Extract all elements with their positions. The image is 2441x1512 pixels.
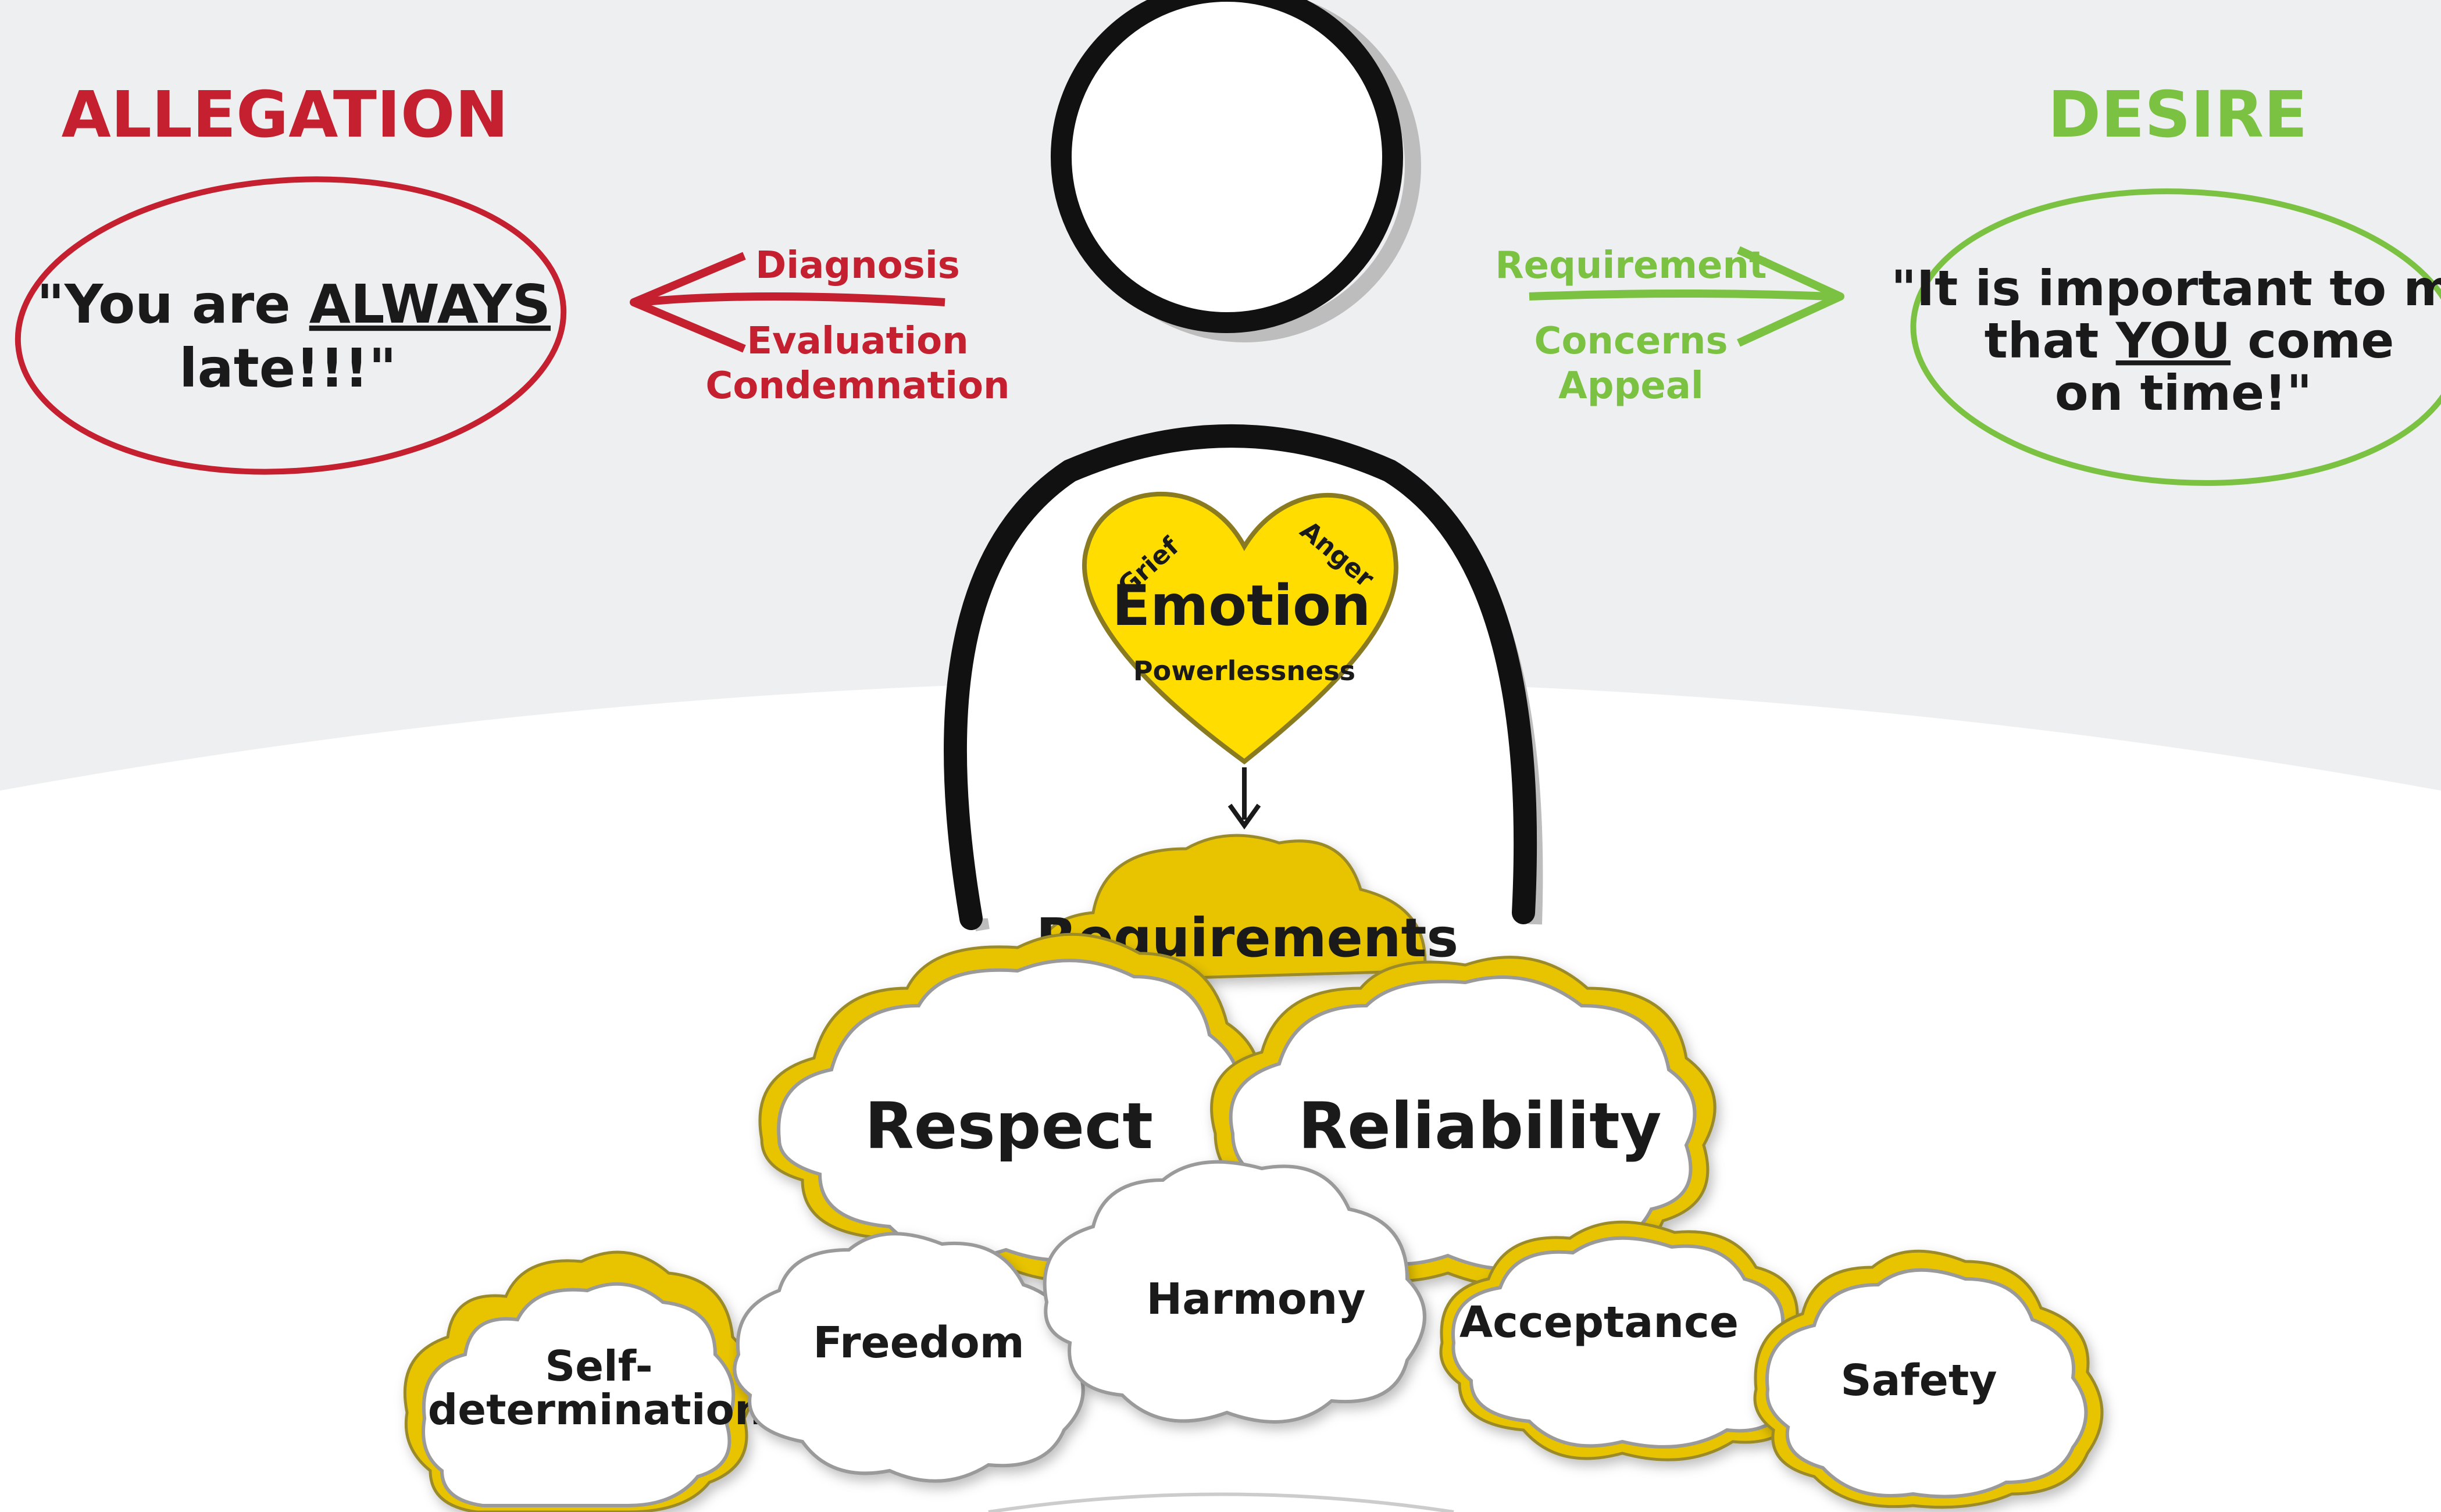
arrow-label-diagnosis: Diagnosis (755, 244, 960, 287)
cloud-label-harmony: Harmony (1146, 1274, 1365, 1324)
desire-quote-line2a: that (1985, 312, 2116, 369)
cloud-label-acceptance: Acceptance (1459, 1297, 1739, 1347)
desire-quote: "It is important to me that YOU come on … (1891, 260, 2441, 421)
arrow-label-appeal: Appeal (1558, 364, 1704, 408)
cloud-label-respect: Respect (865, 1089, 1153, 1163)
cloud-harmony (1043, 1160, 1426, 1424)
desire-arrow (1529, 246, 1844, 347)
cloud-label-self: Self- (545, 1342, 652, 1391)
cloud-safety (1753, 1249, 2104, 1509)
allegation-heading: ALLEGATION (62, 77, 509, 152)
heart-word-powerlessness: Powerlessness (1133, 655, 1355, 687)
cloud-label-freedom: Freedom (813, 1318, 1025, 1368)
allegation-quote: "You are ALWAYS late!!!" (37, 273, 551, 399)
svg-text:that YOU come: that YOU come (1985, 312, 2394, 369)
arrow-label-requirement: Requirement (1495, 244, 1766, 287)
cloud-label-reliability: Reliability (1298, 1089, 1661, 1163)
allegation-quote-start: "You are (37, 273, 309, 335)
allegation-ellipse (15, 176, 567, 475)
arrow-label-evaluation: Evaluation (747, 320, 968, 363)
allegation-quote-emphasis: ALWAYS (309, 273, 551, 335)
desire-quote-line3: on time!" (2055, 364, 2312, 421)
svg-text:"You are ALWAYS: "You are ALWAYS (37, 273, 551, 335)
desire-ellipse (1910, 188, 2441, 486)
cloud-label-safety: Safety (1840, 1356, 1997, 1406)
desire-quote-emphasis: YOU (2115, 312, 2231, 369)
bottom-arc (988, 1492, 1454, 1512)
allegation-arrow (630, 252, 945, 353)
emotion-heart (1082, 491, 1398, 765)
person-head (1051, 0, 1403, 333)
heart-title: Emotion (1112, 573, 1371, 638)
arrow-label-concerns: Concerns (1534, 320, 1728, 363)
arrow-label-condemnation: Condemnation (705, 364, 1009, 408)
cloud-acceptance (1439, 1220, 1818, 1461)
desire-quote-line1: "It is important to me (1891, 260, 2441, 317)
cloud-requirements (1033, 834, 1427, 984)
desire-heading: DESIRE (2048, 77, 2307, 152)
desire-quote-line2b: come (2231, 312, 2394, 369)
heart-to-requirements-arrow (1227, 767, 1261, 830)
cloud-label-determination: determination (428, 1385, 765, 1434)
cloud-self-determination (403, 1250, 755, 1512)
allegation-quote-end: late!!!" (179, 337, 397, 399)
